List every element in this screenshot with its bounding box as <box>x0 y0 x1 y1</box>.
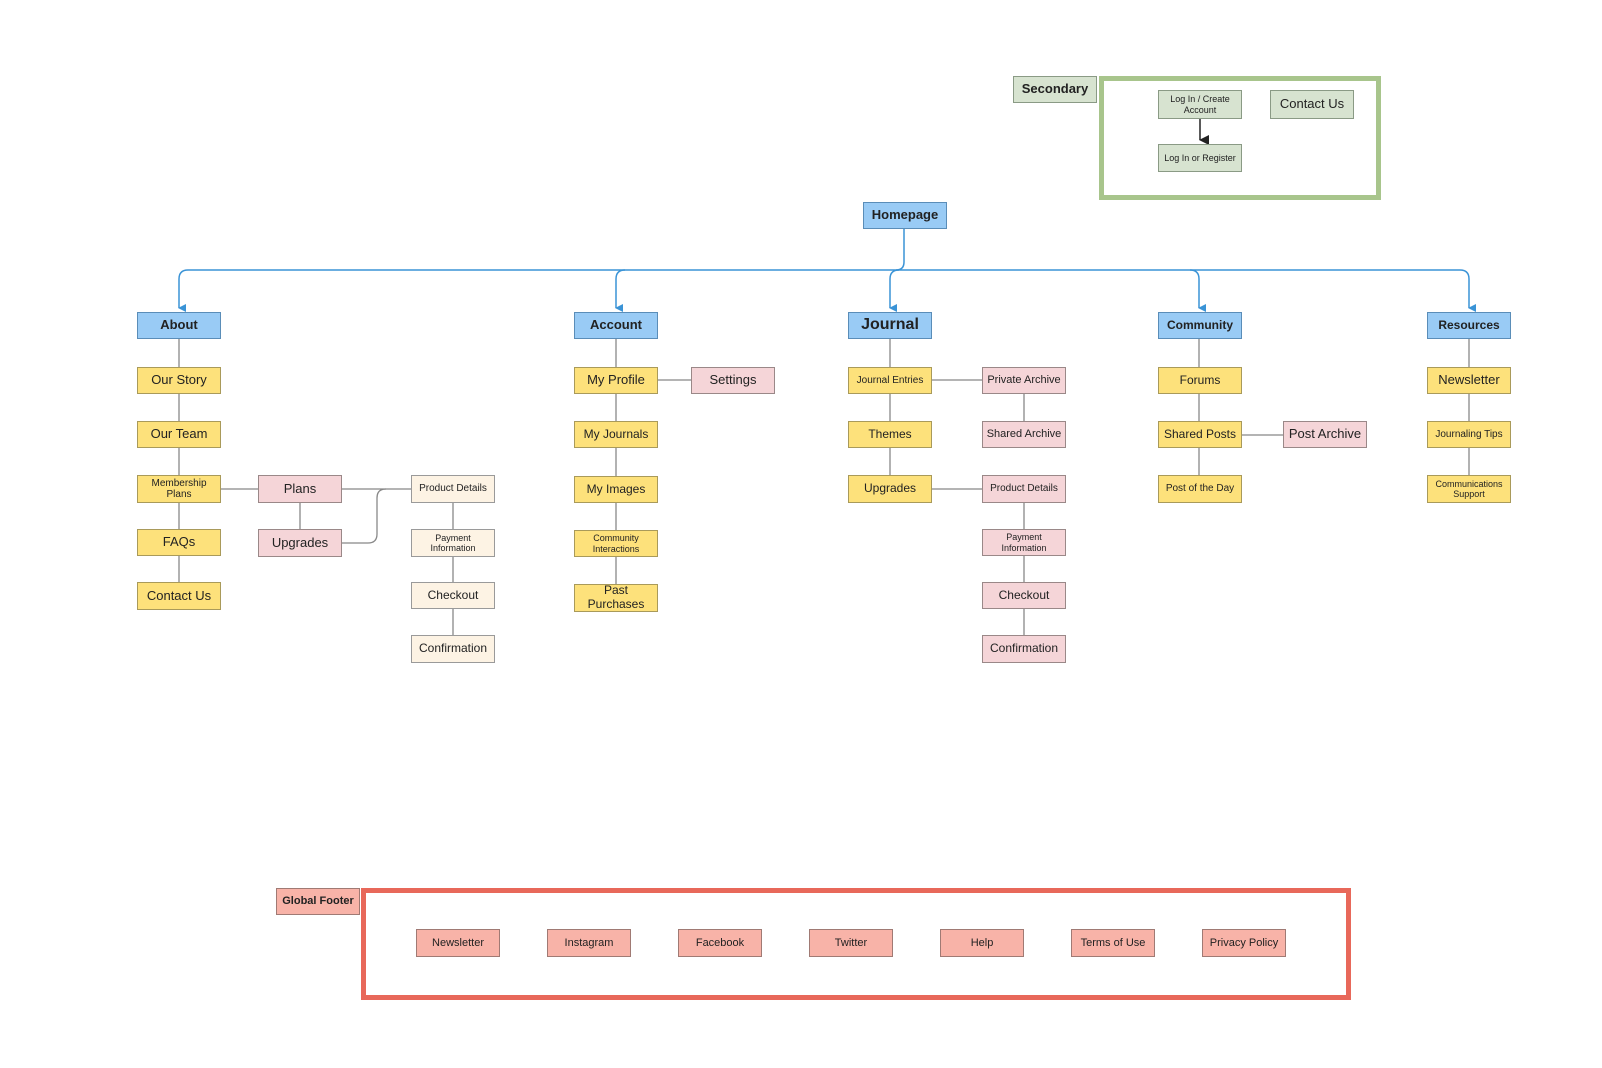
post-archive-node[interactable]: Post Archive <box>1283 421 1367 448</box>
connector-to-community <box>1189 269 1206 312</box>
footer-terms-of-use[interactable]: Terms of Use <box>1071 929 1155 957</box>
private-archive-node[interactable]: Private Archive <box>982 367 1066 394</box>
my-profile-node[interactable]: My Profile <box>574 367 658 394</box>
journaling-tips-node[interactable]: Journaling Tips <box>1427 421 1511 448</box>
communications-support-node[interactable]: Communications Support <box>1427 475 1511 503</box>
themes-node[interactable]: Themes <box>848 421 932 448</box>
about-upgrades-node[interactable]: Upgrades <box>258 529 342 557</box>
connector-to-resources <box>1459 269 1476 312</box>
journal-upgrades-node[interactable]: Upgrades <box>848 475 932 503</box>
journal-confirmation-node[interactable]: Confirmation <box>982 635 1066 663</box>
past-purchases-node[interactable]: Past Purchases <box>574 583 658 612</box>
forums-node[interactable]: Forums <box>1158 367 1242 394</box>
journal-node[interactable]: Journal <box>848 312 932 339</box>
about-node[interactable]: About <box>137 312 221 339</box>
connector-to-account <box>615 269 626 312</box>
homepage-node[interactable]: Homepage <box>863 202 947 229</box>
our-team-node[interactable]: Our Team <box>137 421 221 448</box>
footer-label: Global Footer <box>276 888 360 915</box>
journal-checkout-node[interactable]: Checkout <box>982 582 1066 609</box>
membership-plans-node[interactable]: Membership Plans <box>137 475 221 503</box>
newsletter-node[interactable]: Newsletter <box>1427 367 1511 394</box>
footer-privacy-policy[interactable]: Privacy Policy <box>1202 929 1286 957</box>
about-product-details-node[interactable]: Product Details <box>411 475 495 503</box>
connector-to-about <box>178 269 189 312</box>
post-of-the-day-node[interactable]: Post of the Day <box>1158 475 1242 503</box>
secondary-label: Secondary <box>1013 76 1097 103</box>
faqs-node[interactable]: FAQs <box>137 529 221 556</box>
community-node[interactable]: Community <box>1158 312 1242 339</box>
footer-instagram[interactable]: Instagram <box>547 929 631 957</box>
connector-to-journal <box>889 269 900 312</box>
footer-newsletter[interactable]: Newsletter <box>416 929 500 957</box>
my-images-node[interactable]: My Images <box>574 476 658 503</box>
footer-facebook[interactable]: Facebook <box>678 929 762 957</box>
my-journals-node[interactable]: My Journals <box>574 421 658 448</box>
secondary-contact-us[interactable]: Contact Us <box>1270 90 1354 119</box>
connector-home-trunk <box>895 229 905 271</box>
secondary-frame <box>1099 76 1381 200</box>
about-confirmation-node[interactable]: Confirmation <box>411 635 495 663</box>
account-node[interactable]: Account <box>574 312 658 339</box>
login-or-register[interactable]: Log In or Register <box>1158 144 1242 172</box>
plans-node[interactable]: Plans <box>258 475 342 503</box>
footer-twitter[interactable]: Twitter <box>809 929 893 957</box>
shared-posts-node[interactable]: Shared Posts <box>1158 421 1242 448</box>
settings-node[interactable]: Settings <box>691 367 775 394</box>
about-contact-us-node[interactable]: Contact Us <box>137 582 221 610</box>
journal-payment-info-node[interactable]: Payment Information <box>982 529 1066 556</box>
journal-entries-node[interactable]: Journal Entries <box>848 367 932 394</box>
our-story-node[interactable]: Our Story <box>137 367 221 394</box>
community-interactions-node[interactable]: Community Interactions <box>574 530 658 557</box>
about-payment-info-node[interactable]: Payment Information <box>411 529 495 557</box>
resources-node[interactable]: Resources <box>1427 312 1511 339</box>
about-checkout-node[interactable]: Checkout <box>411 582 495 609</box>
footer-help[interactable]: Help <box>940 929 1024 957</box>
journal-product-details-node[interactable]: Product Details <box>982 475 1066 503</box>
shared-archive-node[interactable]: Shared Archive <box>982 421 1066 448</box>
login-create-account[interactable]: Log In / Create Account <box>1158 90 1242 119</box>
footer-frame <box>361 888 1351 1000</box>
